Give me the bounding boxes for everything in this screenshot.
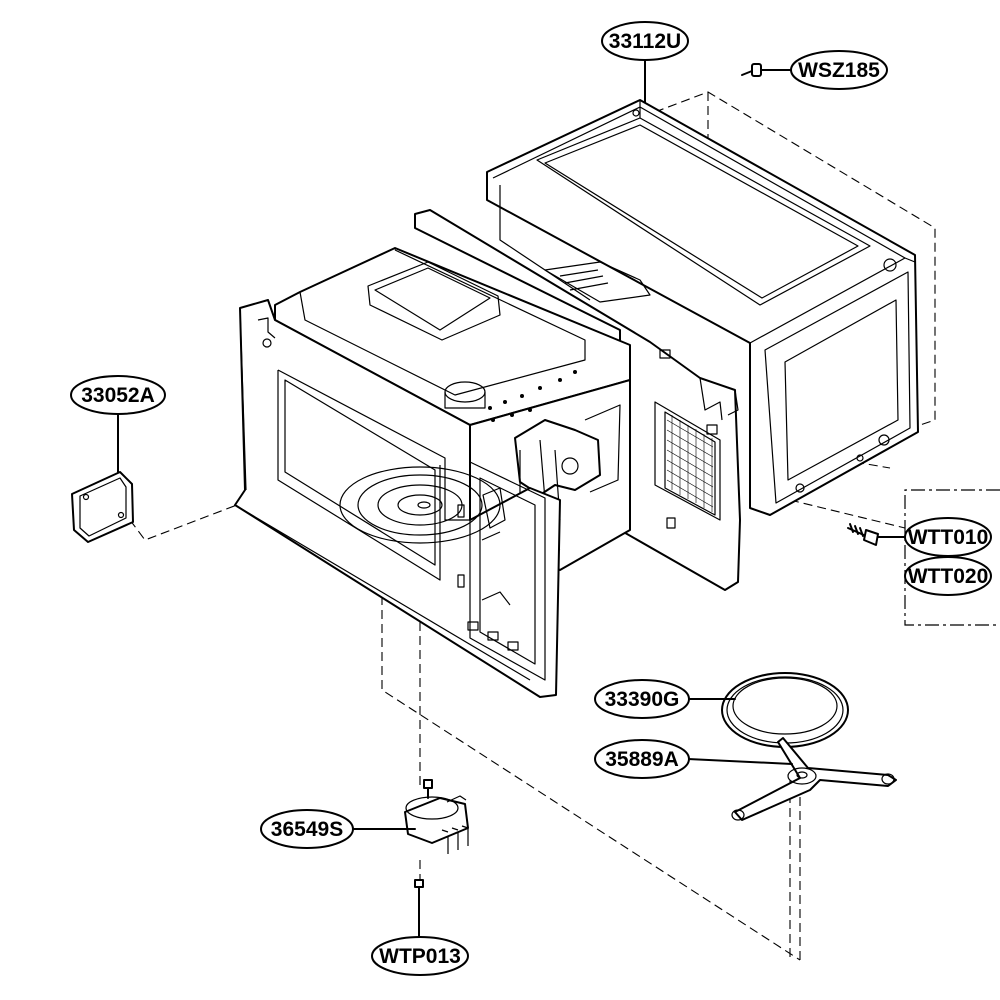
part-label-text: WTT020 bbox=[908, 565, 989, 588]
part-label-text: 33112U bbox=[609, 30, 681, 53]
part-label-36549S[interactable]: 36549S bbox=[260, 809, 354, 849]
part-label-text: 33390G bbox=[605, 688, 680, 711]
back-panel bbox=[414, 209, 741, 591]
oven-cavity bbox=[234, 247, 631, 698]
screw-group-bracket bbox=[904, 489, 1000, 626]
part-label-35889A[interactable]: 35889A bbox=[594, 739, 690, 779]
part-label-text: WTT010 bbox=[908, 526, 989, 549]
seal-plate-33052A bbox=[71, 471, 134, 543]
screw-WSZ185 bbox=[741, 63, 762, 77]
screw-WTT010 bbox=[847, 523, 879, 546]
screw-WTP013 bbox=[414, 879, 424, 903]
roller-ring-35889A bbox=[731, 737, 897, 821]
outer-case bbox=[486, 99, 919, 516]
part-label-text: 35889A bbox=[605, 748, 679, 771]
glass-tray-33390G bbox=[721, 672, 849, 748]
leader-lines bbox=[117, 59, 907, 937]
part-label-33052A[interactable]: 33052A bbox=[70, 375, 166, 415]
part-label-WSZ185[interactable]: WSZ185 bbox=[790, 50, 888, 90]
part-label-WTT020[interactable]: WTT020 bbox=[904, 556, 992, 596]
part-label-33112U[interactable]: 33112U bbox=[601, 21, 689, 61]
part-label-text: WTP013 bbox=[379, 945, 461, 968]
part-label-text: 36549S bbox=[271, 818, 343, 841]
part-label-text: 33052A bbox=[81, 384, 155, 407]
part-label-33390G[interactable]: 33390G bbox=[594, 679, 690, 719]
part-label-WTP013[interactable]: WTP013 bbox=[371, 936, 469, 976]
part-label-WTT010[interactable]: WTT010 bbox=[904, 517, 992, 557]
turntable-motor-36549S bbox=[404, 779, 469, 854]
part-label-text: WSZ185 bbox=[798, 59, 880, 82]
